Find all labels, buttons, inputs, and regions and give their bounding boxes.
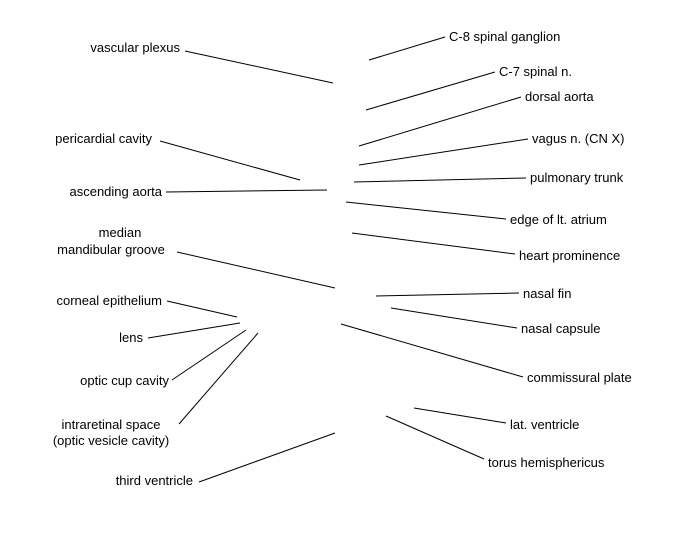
label-nasal-fin: nasal fin	[523, 286, 571, 301]
label-vascular-plexus: vascular plexus	[90, 40, 180, 55]
leader-median-mandibular-groove	[176, 251, 336, 289]
leader-vagus-n	[358, 138, 529, 166]
label-intraretinal-space: intraretinal space	[62, 417, 161, 432]
label-torus-hemisphericus: torus hemisphericus	[488, 455, 605, 470]
label-optic-vesicle-cavity: (optic vesicle cavity)	[53, 433, 169, 448]
left-labels: vascular plexus pericardial cavity ascen…	[53, 40, 193, 488]
label-edge-lt-atrium: edge of lt. atrium	[510, 212, 607, 227]
leader-vascular-plexus	[184, 50, 334, 84]
label-pulmonary-trunk: pulmonary trunk	[530, 170, 624, 185]
label-heart-prominence: heart prominence	[519, 248, 620, 263]
label-median: median	[99, 225, 142, 240]
label-dorsal-aorta: dorsal aorta	[525, 89, 594, 104]
label-c8-spinal-ganglion: C-8 spinal ganglion	[449, 29, 560, 44]
leader-c8-spinal-ganglion	[368, 36, 446, 61]
leader-edge-lt-atrium	[345, 201, 507, 220]
label-pericardial-cavity: pericardial cavity	[55, 131, 152, 146]
label-lat-ventricle: lat. ventricle	[510, 417, 579, 432]
leader-lines	[147, 36, 529, 483]
right-labels: C-8 spinal ganglion C-7 spinal n. dorsal…	[449, 29, 632, 470]
label-third-ventricle: third ventricle	[116, 473, 193, 488]
leader-pericardial-cavity	[159, 140, 301, 181]
leader-nasal-capsule	[390, 307, 518, 329]
label-lens: lens	[119, 330, 143, 345]
leader-lens	[147, 322, 241, 339]
leader-commissural-plate	[340, 323, 524, 378]
leader-nasal-fin	[375, 292, 520, 297]
leader-optic-cup-cavity	[171, 329, 247, 381]
leader-heart-prominence	[351, 232, 516, 255]
leader-c7-spinal-n	[365, 71, 496, 111]
label-c7-spinal-n: C-7 spinal n.	[499, 64, 572, 79]
leader-intraretinal-space	[178, 332, 259, 425]
leader-pulmonary-trunk	[353, 177, 527, 183]
label-mandibular-groove: mandibular groove	[57, 242, 165, 257]
leader-ascending-aorta	[165, 189, 328, 193]
label-nasal-capsule: nasal capsule	[521, 321, 601, 336]
label-commissural-plate: commissural plate	[527, 370, 632, 385]
leader-lat-ventricle	[413, 407, 507, 424]
leader-third-ventricle	[198, 432, 336, 483]
leader-dorsal-aorta	[358, 96, 522, 147]
label-corneal-epithelium: corneal epithelium	[56, 293, 162, 308]
label-ascending-aorta: ascending aorta	[69, 184, 162, 199]
leader-corneal-epithelium	[166, 300, 238, 318]
label-optic-cup-cavity: optic cup cavity	[80, 373, 169, 388]
label-vagus-n: vagus n. (CN X)	[532, 131, 624, 146]
leader-torus-hemisphericus	[385, 415, 485, 460]
